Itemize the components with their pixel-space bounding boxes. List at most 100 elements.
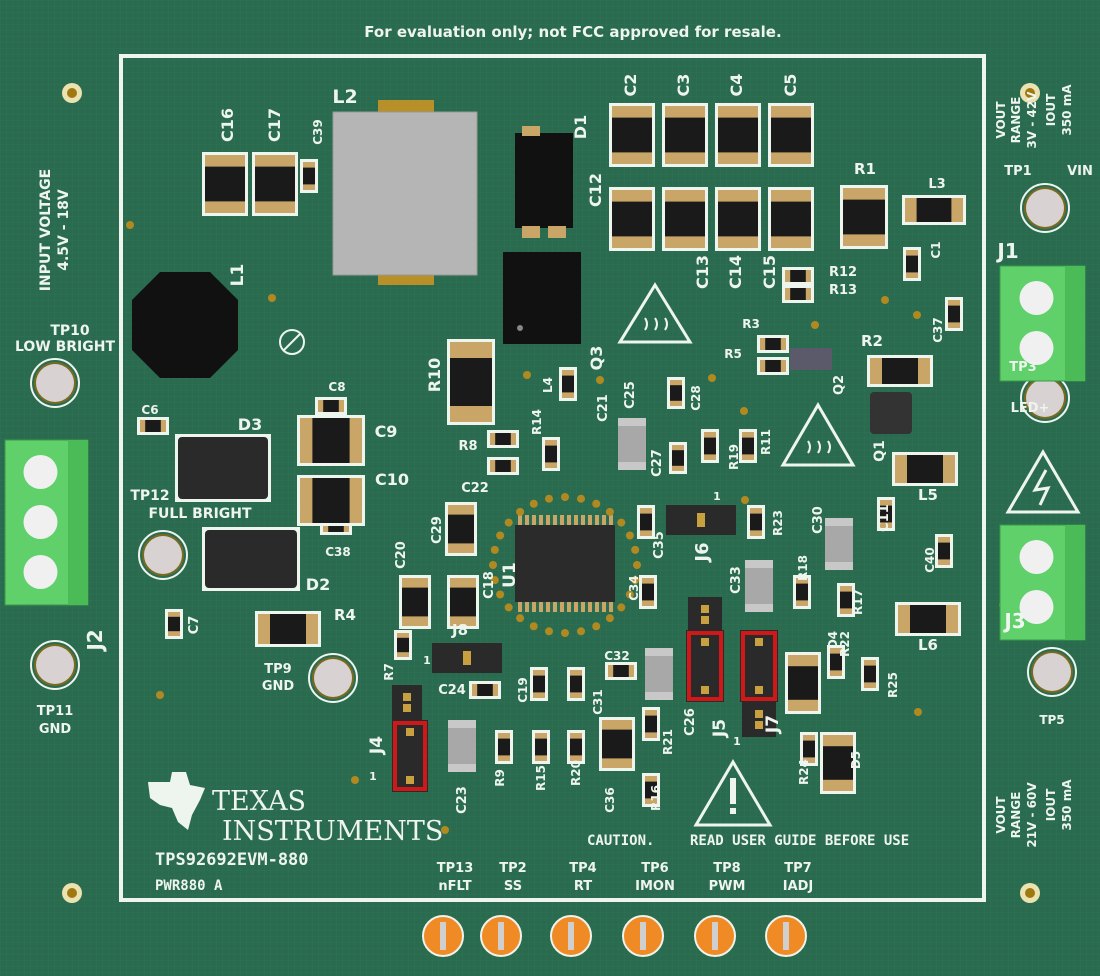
via: [605, 507, 614, 516]
silkscreen-label: TP9: [264, 662, 291, 677]
silkscreen-label: C38: [325, 545, 351, 559]
silkscreen-label: R2: [861, 332, 883, 350]
silkscreen-label: C22: [461, 481, 489, 496]
testpoint-tp11[interactable]: [30, 640, 80, 690]
testpoint-loop[interactable]: [480, 915, 522, 957]
ceramic-capacitor: [825, 518, 853, 570]
silkscreen-label: C7: [187, 616, 202, 635]
silkscreen-label: R5: [724, 347, 742, 361]
diode-d1: [515, 126, 573, 238]
silkscreen-label: J3: [1002, 609, 1025, 633]
silkscreen-label: C11: [877, 504, 892, 532]
silkscreen-label: C32: [604, 649, 630, 663]
silkscreen-label: R4: [334, 606, 356, 624]
silkscreen-label: R9: [493, 769, 507, 787]
testpoint-signal-label: PWM: [709, 879, 746, 894]
jumper-j4[interactable]: [392, 720, 428, 792]
silkscreen-label: R19: [727, 444, 741, 470]
testpoint-tp3[interactable]: [1020, 373, 1070, 423]
terminal-block-j1[interactable]: [999, 265, 1086, 382]
silkscreen-label: C3: [674, 74, 693, 97]
transistor-q2: [790, 348, 832, 370]
silkscreen-label: FULL BRIGHT: [148, 506, 252, 522]
terminal-block-j3[interactable]: [999, 524, 1086, 641]
smd-component: [487, 457, 519, 475]
mounting-hole: [1020, 883, 1040, 903]
svg-text:INSTRUMENTS: INSTRUMENTS: [222, 816, 443, 847]
testpoint-loop[interactable]: [765, 915, 807, 957]
silkscreen-label: R12: [829, 265, 857, 280]
jumper-j5-pin[interactable]: [688, 597, 722, 632]
silkscreen-label: U1: [500, 562, 520, 588]
testpoint-tp12[interactable]: [138, 530, 188, 580]
ti-logo: TEXAS INSTRUMENTS: [148, 772, 443, 847]
via: [529, 499, 538, 508]
testpoint-tp5[interactable]: [1027, 647, 1077, 697]
capacitor-or-resistor: [867, 355, 933, 387]
hot-surface-warning-icon: [617, 282, 693, 344]
board-name: TPS92692EVM-880: [155, 850, 309, 870]
silkscreen-label: C35: [652, 531, 667, 559]
smd-component: [469, 681, 501, 699]
silkscreen-label: R10: [425, 358, 444, 393]
silkscreen-label: R25: [886, 672, 900, 698]
silkscreen-label: Q3: [587, 346, 606, 371]
testpoint-tp1[interactable]: [1020, 183, 1070, 233]
jumper-j8[interactable]: [432, 643, 502, 673]
via: [561, 493, 569, 501]
jumper-j6[interactable]: [666, 505, 736, 535]
silkscreen-label: TP1: [1004, 164, 1031, 179]
jumper-j7[interactable]: [740, 630, 778, 702]
via: [625, 531, 634, 540]
testpoint-loop[interactable]: [422, 915, 464, 957]
smd-component: [487, 430, 519, 448]
jumper-j5[interactable]: [686, 630, 724, 702]
via: [577, 627, 586, 636]
via: [529, 622, 538, 631]
silkscreen-label: R14: [530, 409, 544, 435]
testpoint-signal-label: IMON: [635, 879, 675, 894]
testpoint-loop[interactable]: [694, 915, 736, 957]
silkscreen-outline: [119, 54, 986, 902]
silkscreen-label: C9: [375, 422, 398, 441]
smd-component: [300, 159, 318, 193]
smd-component: [137, 417, 169, 435]
smd-component: [315, 397, 347, 415]
capacitor-or-resistor: [662, 187, 708, 251]
via: [625, 590, 634, 599]
silkscreen-label: Q1: [872, 440, 888, 462]
capacitor-or-resistor: [715, 187, 761, 251]
jumper-j4-pin[interactable]: [392, 685, 422, 720]
terminal-block-j2[interactable]: [4, 439, 89, 606]
capacitor-or-resistor: [840, 185, 888, 249]
silkscreen-label: C31: [591, 689, 605, 715]
input-voltage-title: INPUT VOLTAGE: [38, 169, 54, 291]
capacitor-or-resistor: [297, 415, 365, 466]
via: [268, 294, 276, 302]
testpoint-signal-label: IADJ: [783, 879, 814, 894]
transistor-q3: [503, 252, 581, 344]
read-guide-text: READ USER GUIDE BEFORE USE: [690, 833, 909, 849]
silkscreen-label: R20: [569, 760, 583, 786]
testpoint-loop[interactable]: [550, 915, 592, 957]
smd-component: [782, 267, 814, 285]
silkscreen-label: J7: [763, 715, 783, 734]
silkscreen-label: C16: [218, 108, 237, 142]
silkscreen-label: C10: [375, 470, 409, 489]
silkscreen-label: C14: [726, 255, 745, 289]
ceramic-capacitor: [745, 560, 773, 612]
smd-component: [637, 505, 655, 539]
silkscreen-label: L2: [332, 86, 357, 108]
capacitor-or-resistor: [447, 575, 479, 629]
jumper-j7-pin[interactable]: [742, 702, 776, 737]
smd-component: [642, 773, 660, 807]
testpoint-tp9[interactable]: [308, 653, 358, 703]
silkscreen-label: L6: [918, 636, 938, 654]
silkscreen-label: C1: [929, 241, 943, 258]
testpoint-tp10[interactable]: [30, 358, 80, 408]
smd-component: [567, 667, 585, 701]
silkscreen-label: LOW BRIGHT: [15, 339, 116, 355]
silkscreen-label: TP10: [50, 323, 90, 339]
silkscreen-label: GND: [39, 722, 72, 737]
testpoint-loop[interactable]: [622, 915, 664, 957]
